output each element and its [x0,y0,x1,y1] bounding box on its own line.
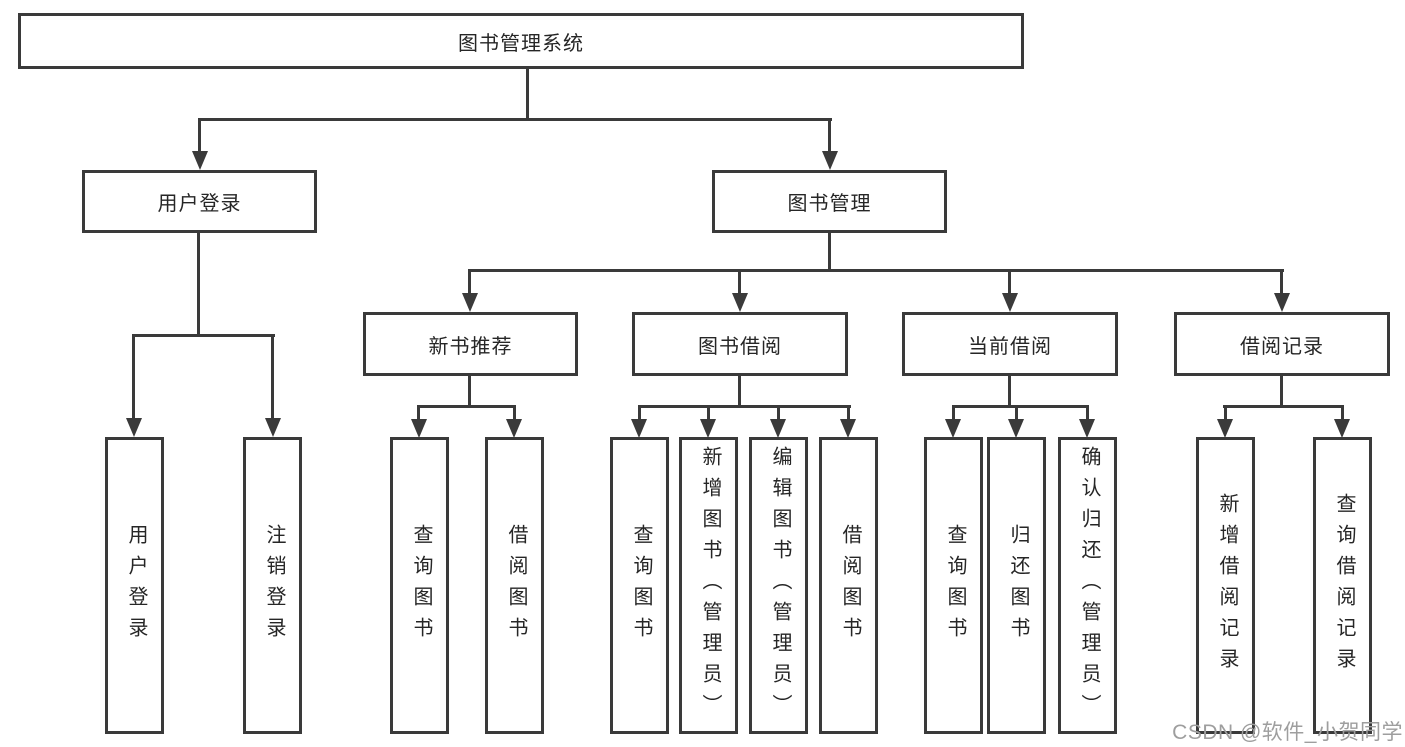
connector-line [468,269,1284,272]
connector-line [738,376,741,408]
arrow-down-icon [1002,293,1018,312]
arrow-down-icon [770,419,786,438]
connector-line [468,376,471,408]
leaf-add-borrow-record: 新增借阅记录 [1196,437,1255,734]
arrow-down-icon [1334,419,1350,438]
arrow-down-icon [506,419,522,438]
node-book-management: 图书管理 [712,170,947,233]
connector-line [828,118,831,152]
watermark: CSDN @软件_小贺同学 [1172,721,1403,744]
arrow-down-icon [945,419,961,438]
connector-line [197,233,200,337]
arrow-down-icon [1008,419,1024,438]
arrow-down-icon [192,151,208,170]
node-current-borrowing: 当前借阅 [902,312,1118,376]
node-borrowing-records: 借阅记录 [1174,312,1390,376]
leaf-query-borrow-record: 查询借阅记录 [1313,437,1372,734]
connector-line [132,334,275,337]
connector-line [1280,376,1283,408]
arrow-down-icon [732,293,748,312]
node-new-book-recommendation: 新书推荐 [363,312,578,376]
connector-line [468,269,471,295]
connector-line [1008,269,1011,295]
leaf-edit-books-admin: 编辑图书（管理员） [749,437,808,734]
arrow-down-icon [1274,293,1290,312]
arrow-down-icon [840,419,856,438]
leaf-query-books-recommend: 查询图书 [390,437,449,734]
connector-line [1223,405,1344,408]
connector-line [271,334,274,419]
connector-line [526,69,529,121]
arrow-down-icon [631,419,647,438]
connector-line [638,405,641,421]
connector-line [1015,405,1018,421]
arrow-down-icon [1079,419,1095,438]
arrow-down-icon [462,293,478,312]
connector-line [198,118,832,121]
leaf-user-login: 用户登录 [105,437,164,734]
connector-line [132,334,135,419]
connector-line [1008,376,1011,408]
connector-line [1086,405,1089,421]
leaf-query-books-borrowing: 查询图书 [610,437,669,734]
arrow-down-icon [411,419,427,438]
arrow-down-icon [822,151,838,170]
node-root: 图书管理系统 [18,13,1024,69]
connector-line [777,405,780,421]
arrow-down-icon [126,418,142,437]
connector-line [952,405,1089,408]
connector-line [417,405,420,421]
leaf-add-books-admin: 新增图书（管理员） [679,437,738,734]
connector-line [638,405,851,408]
connector-line [738,269,741,295]
arrow-down-icon [700,419,716,438]
connector-line [847,405,850,421]
connector-line [198,118,201,152]
connector-line [952,405,955,421]
leaf-borrow-books-recommend: 借阅图书 [485,437,544,734]
connector-line [513,405,516,421]
leaf-query-books-current: 查询图书 [924,437,983,734]
leaf-confirm-return-admin: 确认归还（管理员） [1058,437,1117,734]
arrow-down-icon [1217,419,1233,438]
connector-line [707,405,710,421]
arrow-down-icon [265,418,281,437]
node-book-borrowing: 图书借阅 [632,312,848,376]
leaf-logout: 注销登录 [243,437,302,734]
connector-line [417,405,516,408]
node-user-login: 用户登录 [82,170,317,233]
leaf-return-books: 归还图书 [987,437,1046,734]
connector-line [1341,405,1344,421]
connector-line [828,233,831,272]
leaf-borrow-books-borrowing: 借阅图书 [819,437,878,734]
connector-line [1224,405,1227,421]
connector-line [1280,269,1283,295]
